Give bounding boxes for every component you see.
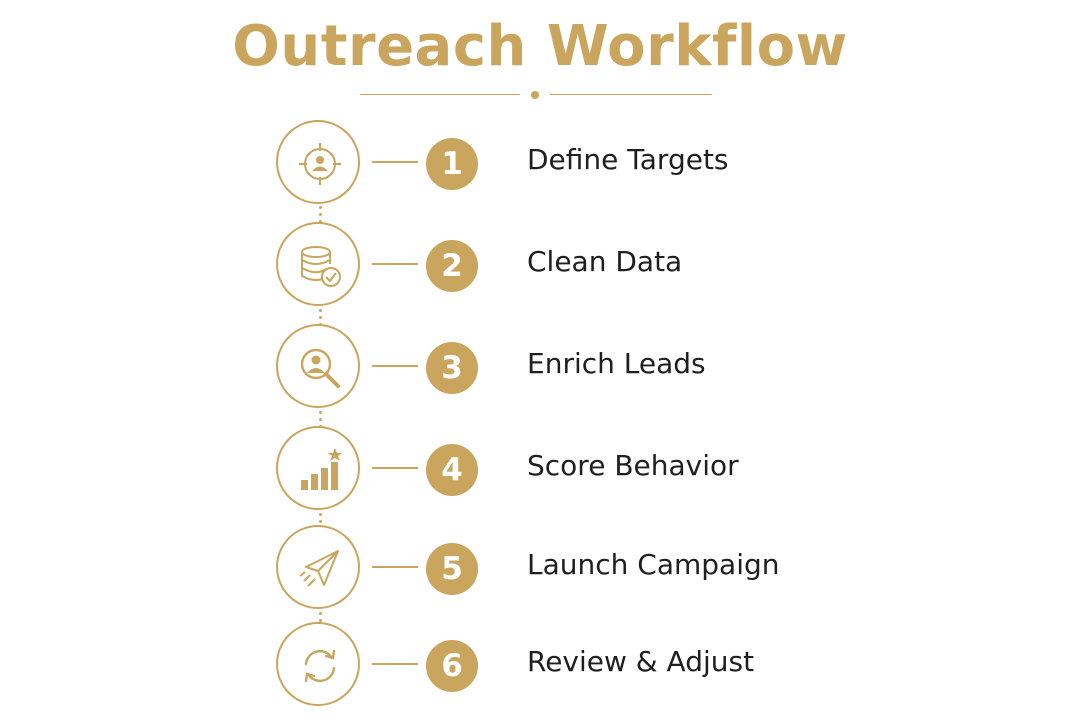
step-label: Launch Campaign	[527, 548, 780, 581]
title-divider	[360, 88, 712, 102]
bar-chart-star-icon	[276, 426, 360, 510]
step-connector	[372, 663, 418, 665]
person-search-icon	[276, 324, 360, 408]
step-label: Define Targets	[527, 143, 729, 176]
divider-dot	[531, 91, 539, 99]
workflow-step-4: 4 Score Behavior	[276, 426, 836, 514]
divider-line-right	[550, 94, 712, 95]
workflow-step-2: 2 Clean Data	[276, 222, 836, 310]
step-label: Score Behavior	[527, 449, 739, 482]
step-number-badge: 3	[426, 342, 478, 394]
refresh-cycle-icon	[276, 622, 360, 706]
step-connector	[372, 467, 418, 469]
workflow-step-3: 3 Enrich Leads	[276, 324, 836, 412]
step-label: Review & Adjust	[527, 645, 755, 678]
vertical-connector-1	[317, 206, 323, 227]
step-number-badge: 5	[426, 543, 478, 595]
step-connector	[372, 263, 418, 265]
divider-line-left	[360, 94, 520, 95]
workflow-step-6: 6 Review & Adjust	[276, 622, 836, 710]
page-title: Outreach Workflow	[232, 14, 848, 79]
paper-plane-icon	[276, 525, 360, 609]
step-label: Enrich Leads	[527, 347, 706, 380]
step-connector	[372, 566, 418, 568]
workflow-step-1: 1 Define Targets	[276, 120, 836, 208]
step-number-badge: 2	[426, 240, 478, 292]
step-number-badge: 6	[426, 640, 478, 692]
workflow-step-5: 5 Launch Campaign	[276, 525, 836, 613]
target-person-icon	[276, 120, 360, 204]
database-check-icon	[276, 222, 360, 306]
step-connector	[372, 365, 418, 367]
step-label: Clean Data	[527, 245, 683, 278]
step-number-badge: 1	[426, 138, 478, 190]
step-number-badge: 4	[426, 444, 478, 496]
step-connector	[372, 161, 418, 163]
